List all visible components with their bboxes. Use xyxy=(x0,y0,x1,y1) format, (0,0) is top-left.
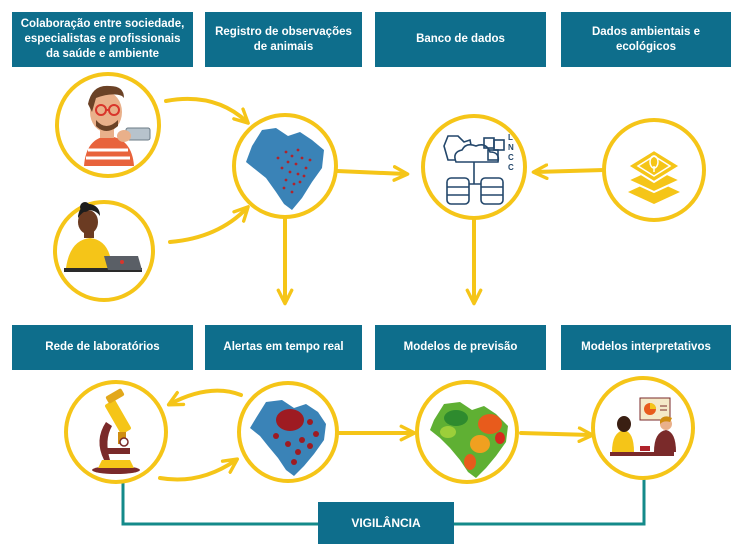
lncc-logo-text: L N C C xyxy=(508,133,514,172)
header-alertas: Alertas em tempo real xyxy=(205,325,362,370)
header-rede-laboratorios: Rede de laboratórios xyxy=(12,325,193,370)
brazil-alert-map-icon xyxy=(250,400,326,476)
arrow-map-to-database xyxy=(335,165,410,182)
circle-microscope xyxy=(64,380,168,484)
brazil-observations-map-icon xyxy=(246,128,324,210)
arrow-environment-to-database xyxy=(531,163,606,181)
header-dados-ambientais: Dados ambientais e ecológicos xyxy=(561,12,731,67)
header-modelos-previsao: Modelos de previsão xyxy=(375,325,546,370)
brazil-prediction-heatmap-icon xyxy=(430,402,508,478)
person-laptop-icon xyxy=(64,202,142,272)
lncc-letter: C xyxy=(508,163,514,172)
database-cloud-icon xyxy=(443,135,505,205)
circle-interpretative xyxy=(591,376,695,480)
lncc-letter: N xyxy=(508,143,514,152)
vigilancia-box: VIGILÂNCIA xyxy=(318,502,454,544)
lncc-letter: C xyxy=(508,153,514,162)
lncc-letter: L xyxy=(508,133,513,142)
microscope-icon xyxy=(92,388,140,474)
person-photographing-icon xyxy=(84,85,151,166)
environmental-layers-icon xyxy=(625,148,683,204)
arrow-person1-to-map xyxy=(164,96,250,125)
arrow-alerts-to-lab xyxy=(166,388,243,407)
arrow-person2-to-map xyxy=(168,205,250,244)
arrow-prediction-to-interpretative xyxy=(519,426,595,444)
arrow-lab-to-alerts xyxy=(158,457,240,482)
header-colaboracao: Colaboração entre sociedade, especialist… xyxy=(12,12,193,67)
header-banco-dados: Banco de dados xyxy=(375,12,546,67)
header-registro: Registro de observações de animais xyxy=(205,12,362,67)
presentation-meeting-icon xyxy=(610,397,676,456)
header-modelos-interpretativos: Modelos interpretativos xyxy=(561,325,731,370)
